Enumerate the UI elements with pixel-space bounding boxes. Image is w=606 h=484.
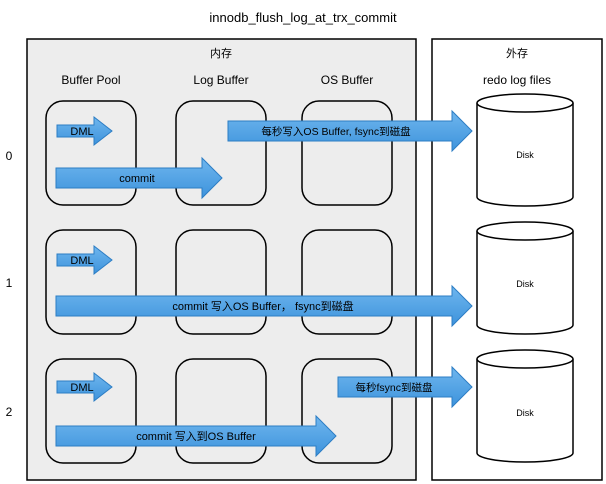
dml-arrow-label-row-2: DML bbox=[70, 382, 93, 394]
commit-arrow-row-0: commit bbox=[55, 156, 223, 200]
log-buffer-box-row-0 bbox=[175, 100, 267, 206]
buffer-pool-box-row-1 bbox=[45, 229, 137, 335]
commit-arrow-label-row-1: commit 写入OS Buffer， fsync到磁盘 bbox=[172, 299, 353, 313]
disk-label-row-0: Disk bbox=[516, 150, 534, 160]
disk-cylinder-row-1: Disk bbox=[476, 221, 574, 335]
redo-log-files-label: redo log files bbox=[483, 73, 551, 87]
buffer-pool-box-row-0 bbox=[45, 100, 137, 206]
disk-cylinder-row-0: Disk bbox=[476, 93, 574, 207]
disk-cylinder-row-2: Disk bbox=[476, 349, 574, 463]
dml-arrow-label-row-0: DML bbox=[70, 126, 93, 138]
commit-arrow-row-1: commit 写入OS Buffer， fsync到磁盘 bbox=[55, 284, 473, 328]
dml-arrow-label-row-1: DML bbox=[70, 255, 93, 267]
os-buffer-box-row-0 bbox=[301, 100, 393, 206]
buffer-pool-box-row-2 bbox=[45, 358, 137, 464]
flush-arrow-label-row-0: 每秒写入OS Buffer, fsync到磁盘 bbox=[261, 125, 411, 138]
dml-arrow-row-0: DML bbox=[56, 115, 113, 147]
flush-arrow-label-row-2: 每秒fsync到磁盘 bbox=[355, 381, 433, 394]
column-header-log-buffer: Log Buffer bbox=[193, 73, 248, 87]
column-header-buffer-pool: Buffer Pool bbox=[61, 73, 120, 87]
disk-label-row-1: Disk bbox=[516, 279, 534, 289]
disk-label-row-2: Disk bbox=[516, 408, 534, 418]
commit-arrow-row-2: commit 写入到OS Buffer bbox=[55, 414, 337, 458]
flush-arrow-row-2: 每秒fsync到磁盘 bbox=[337, 365, 473, 409]
row-label-1: 1 bbox=[6, 276, 13, 290]
commit-arrow-label-row-2: commit 写入到OS Buffer bbox=[136, 430, 256, 443]
column-header-os-buffer: OS Buffer bbox=[321, 73, 373, 87]
os-buffer-box-row-1 bbox=[301, 229, 393, 335]
external-storage-label: 外存 bbox=[506, 46, 528, 60]
dml-arrow-row-1: DML bbox=[56, 244, 113, 276]
row-label-0: 0 bbox=[6, 149, 13, 163]
diagram-title: innodb_flush_log_at_trx_commit bbox=[209, 10, 397, 25]
log-buffer-box-row-1 bbox=[175, 229, 267, 335]
row-label-2: 2 bbox=[6, 405, 13, 419]
commit-arrow-label-row-0: commit bbox=[119, 173, 154, 185]
memory-label: 内存 bbox=[210, 46, 232, 60]
flush-arrow-row-0: 每秒写入OS Buffer, fsync到磁盘 bbox=[227, 109, 473, 153]
dml-arrow-row-2: DML bbox=[56, 371, 113, 403]
log-buffer-box-row-2 bbox=[175, 358, 267, 464]
